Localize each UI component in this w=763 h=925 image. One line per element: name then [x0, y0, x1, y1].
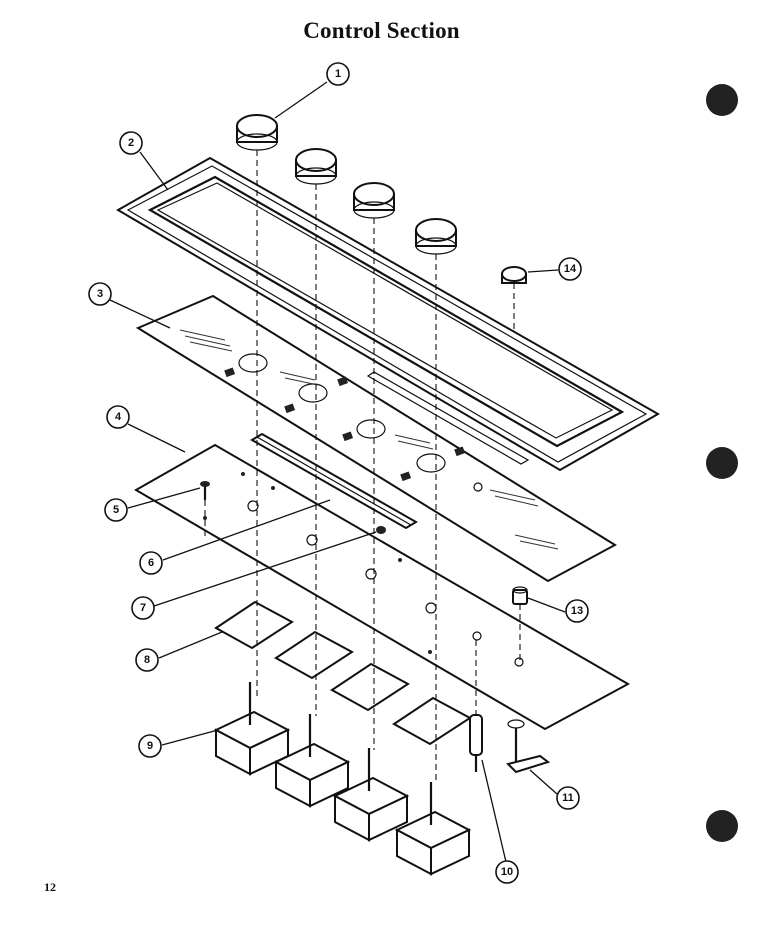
svg-text:5: 5 [113, 504, 119, 516]
binder-hole-middle [706, 447, 738, 479]
callout-6: 6 [139, 551, 163, 575]
callout-1: 1 [326, 62, 350, 86]
svg-text:9: 9 [147, 740, 153, 752]
svg-text:11: 11 [562, 792, 574, 804]
indicator-light [469, 714, 483, 772]
svg-text:14: 14 [564, 263, 577, 275]
svg-text:7: 7 [140, 602, 146, 614]
svg-text:6: 6 [148, 557, 154, 569]
callout-4: 4 [106, 405, 130, 429]
small-knob [501, 266, 527, 284]
callout-7: 7 [131, 596, 155, 620]
svg-text:8: 8 [144, 654, 150, 666]
insulator-plates [214, 600, 472, 746]
binder-hole-top [706, 84, 738, 116]
svg-text:13: 13 [571, 605, 583, 617]
callout-8: 8 [135, 648, 159, 672]
callout-13: 13 [565, 599, 589, 623]
knobs [236, 114, 457, 255]
svg-text:2: 2 [128, 137, 134, 149]
trim-frame [115, 156, 661, 472]
sensor [506, 719, 551, 774]
callout-9: 9 [138, 734, 162, 758]
svg-text:4: 4 [115, 411, 122, 423]
spacer [512, 586, 528, 605]
callout-14: 14 [558, 257, 582, 281]
callout-11: 11 [556, 786, 580, 810]
callout-leaders [109, 81, 566, 863]
mounting-plate [133, 443, 631, 731]
control-panel-overlay [135, 294, 617, 583]
page-number: 12 [44, 880, 56, 894]
switches [213, 682, 472, 876]
alignment-lines [204, 150, 521, 784]
callout-3: 3 [88, 282, 112, 306]
callout-5: 5 [104, 498, 128, 522]
screw [200, 481, 210, 500]
bracket-rail [250, 432, 418, 530]
nut [376, 526, 386, 534]
callout-2: 2 [119, 131, 143, 155]
binder-hole-bottom [706, 810, 738, 842]
svg-text:3: 3 [97, 288, 103, 300]
callout-10: 10 [495, 860, 519, 884]
svg-text:1: 1 [335, 68, 341, 80]
callouts: 1 2 3 4 5 6 7 8 9 10 11 13 14 [88, 62, 589, 884]
page-title: Control Section [303, 18, 460, 43]
svg-text:10: 10 [501, 866, 513, 878]
